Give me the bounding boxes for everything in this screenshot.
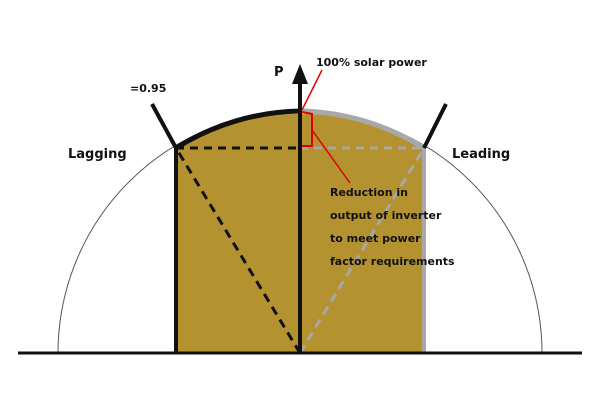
- reduction-text-line-2: output of inverter: [330, 209, 442, 222]
- p-axis-arrowhead: [292, 64, 308, 84]
- lagging-pf-tick: [150, 103, 178, 149]
- reduction-text-line-3: to meet power: [330, 232, 421, 245]
- leading-diagonal-dashed: [298, 147, 426, 354]
- reduction-leader-line: [311, 129, 351, 184]
- reduction-text-line-4: factor requirements: [330, 255, 455, 268]
- solar-power-arc-right: [299, 108, 426, 151]
- lagging-diagonal-dashed: [174, 147, 302, 354]
- solar-power-leader-line: [301, 69, 323, 111]
- p-axis-label: P: [274, 65, 284, 80]
- lagging-label: Lagging: [68, 147, 127, 162]
- reduction-text-line-1: Reduction in: [330, 186, 408, 199]
- leading-label: Leading: [452, 147, 510, 162]
- pf-value-label: =0.95: [130, 82, 166, 95]
- leading-pf-tick: [422, 103, 448, 149]
- solar-power-arc-left: [174, 108, 301, 151]
- solar-power-label: 100% solar power: [316, 56, 427, 69]
